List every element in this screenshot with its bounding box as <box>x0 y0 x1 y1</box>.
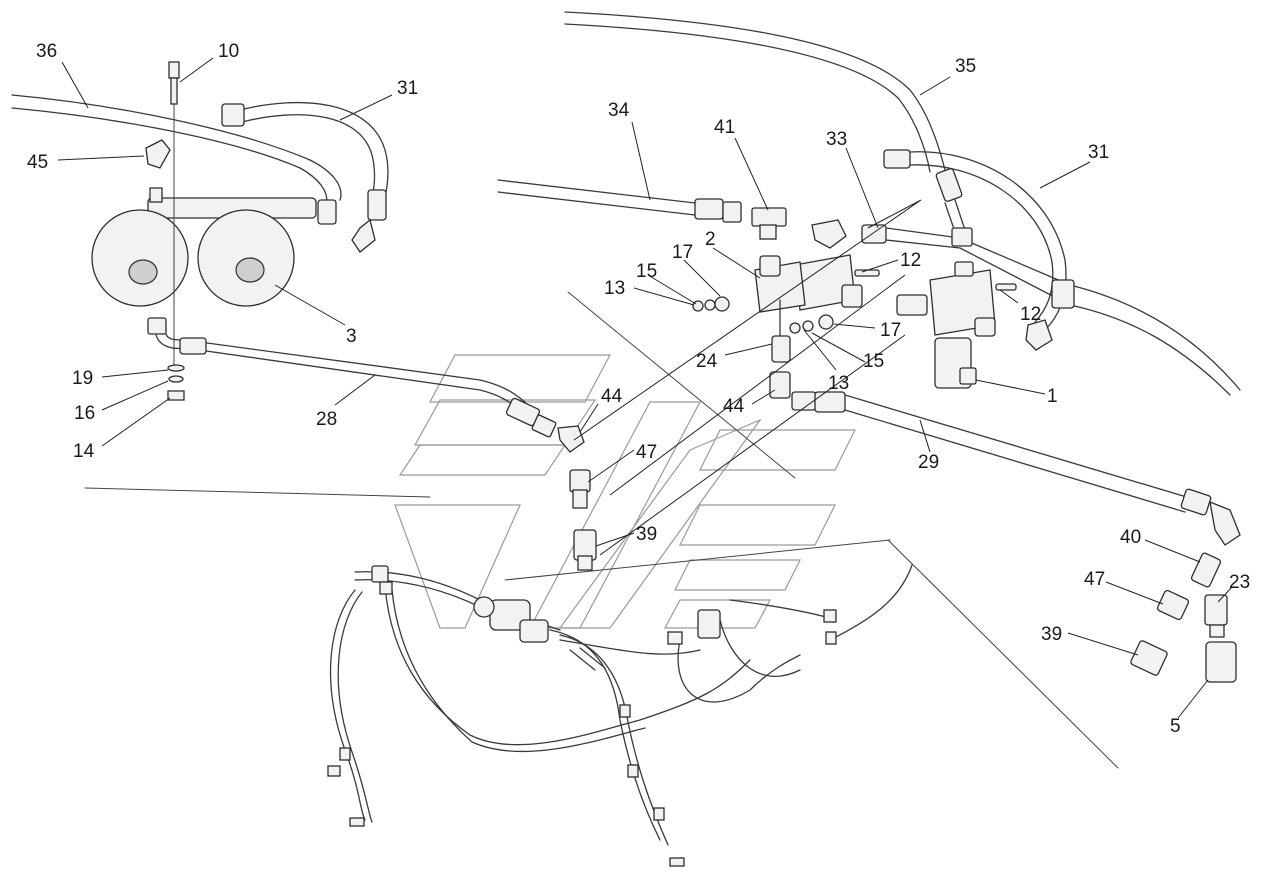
lower-harness <box>327 564 913 867</box>
callout-12-left: 12 <box>900 250 921 271</box>
callout-44-right: 44 <box>723 396 745 417</box>
callout-17-upper: 17 <box>672 242 693 263</box>
leader-lines <box>57 57 1233 719</box>
filter-canister-left <box>91 209 189 307</box>
callout-19: 19 <box>72 368 93 389</box>
bolt-10 <box>168 61 180 371</box>
callout-40: 40 <box>1120 527 1141 548</box>
hose-28 <box>147 317 585 453</box>
callout-10: 10 <box>218 41 239 62</box>
callout-44-left: 44 <box>601 386 623 407</box>
callout-labels: 36 10 31 45 3 19 16 14 28 35 34 41 33 31… <box>27 41 1250 737</box>
callout-31-left: 31 <box>397 78 418 99</box>
callout-15-upper: 15 <box>636 261 657 282</box>
hose-29 <box>814 391 1241 546</box>
callout-45: 45 <box>27 152 48 173</box>
callout-13-upper: 13 <box>604 278 625 299</box>
callout-28: 28 <box>316 409 337 430</box>
filter-assembly <box>91 187 337 307</box>
callout-5: 5 <box>1170 716 1181 737</box>
callout-36: 36 <box>36 41 57 62</box>
callout-17-lower: 17 <box>880 320 901 341</box>
frame-lines <box>84 291 1119 769</box>
callout-1: 1 <box>1047 386 1058 407</box>
connectors-24-44 <box>769 299 817 411</box>
callout-3: 3 <box>346 326 357 347</box>
fittings-center <box>569 469 597 571</box>
callout-14: 14 <box>73 441 95 462</box>
hose-31-fitting-bottom <box>367 189 387 221</box>
valve-block-2 <box>754 254 880 313</box>
callout-16: 16 <box>74 403 95 424</box>
fittings-right <box>1130 552 1237 683</box>
hose-36 <box>11 94 342 206</box>
callout-47-right: 47 <box>1084 569 1105 590</box>
hose-31-left <box>221 101 389 253</box>
callout-39-right: 39 <box>1041 624 1062 645</box>
callout-35: 35 <box>955 56 976 77</box>
small-hardware <box>692 296 834 334</box>
hose-35 <box>564 11 1241 396</box>
elbow-45 <box>145 139 171 169</box>
valve-block-1 <box>896 261 1017 389</box>
callout-47-center: 47 <box>636 442 657 463</box>
tee-41 <box>751 207 787 240</box>
callout-34: 34 <box>608 100 630 121</box>
callout-24: 24 <box>696 351 718 372</box>
callout-33: 33 <box>826 129 847 150</box>
callout-29: 29 <box>918 452 939 473</box>
drop-pipe <box>935 168 973 247</box>
hose-31-fitting-top <box>221 103 245 127</box>
callout-31-right: 31 <box>1088 142 1109 163</box>
callout-12-right: 12 <box>1020 304 1041 325</box>
hose-34 <box>497 179 742 223</box>
callout-2: 2 <box>705 229 716 250</box>
washer-stack <box>167 364 185 401</box>
callout-23: 23 <box>1229 572 1250 593</box>
callout-15-lower: 15 <box>863 351 884 372</box>
callout-39-center: 39 <box>636 524 657 545</box>
callout-13-lower: 13 <box>828 373 849 394</box>
callout-41: 41 <box>714 117 735 138</box>
hose-31-right <box>883 149 1075 351</box>
